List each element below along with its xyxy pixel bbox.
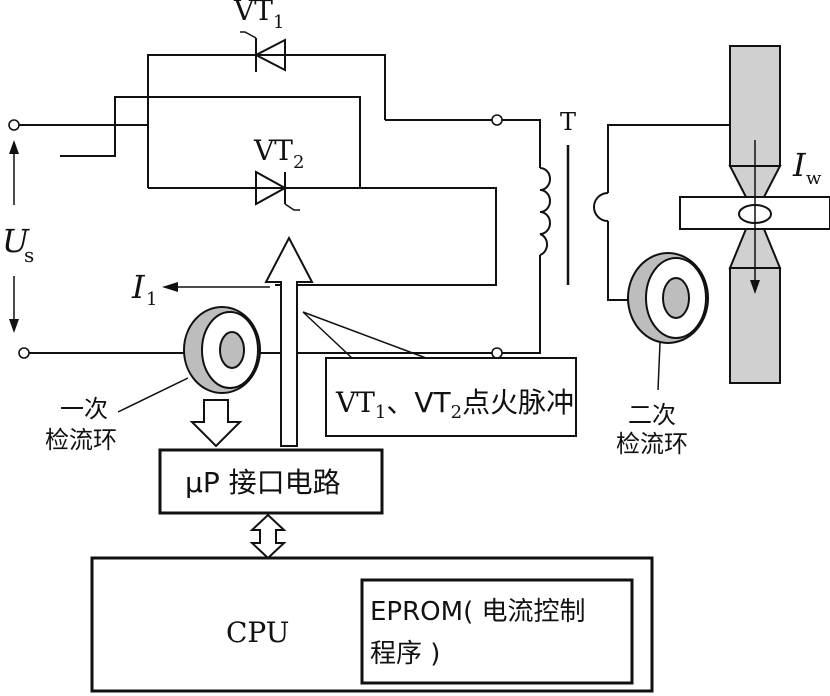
eprom-label-1: EPROM( 电流控制 <box>370 597 585 627</box>
us-label: U <box>2 222 30 260</box>
bus-arrow <box>249 513 287 560</box>
primary-ring-label-1: 一次 <box>60 395 108 423</box>
transformer-terminal-top <box>491 114 503 126</box>
us-sub: s <box>24 243 34 267</box>
iw-sub: w <box>806 168 822 189</box>
interface-box <box>158 448 384 515</box>
pulse-c: 点火脉冲 <box>462 386 574 419</box>
transformer-label: T <box>560 108 576 136</box>
terminal-top <box>8 119 20 131</box>
primary-current-ring: 一次 检流环 <box>45 306 261 454</box>
secondary-ring-label-1: 二次 <box>628 401 676 429</box>
thyristor-pair <box>60 31 497 286</box>
firing-pulse-arrow: VT1、VT2点火脉冲 <box>264 235 577 447</box>
pulse-b-sub: 2 <box>451 402 462 423</box>
cpu-block: CPU EPROM( 电流控制 程序 ) <box>90 556 654 693</box>
thyristor-vt2 <box>255 170 300 211</box>
interface-circuit: μP 接口电路 <box>158 448 384 560</box>
terminal-bottom <box>18 347 30 359</box>
interface-label: μP 接口电路 <box>185 466 341 499</box>
i1-sub: 1 <box>146 289 157 310</box>
transformer: T <box>385 108 730 359</box>
primary-ring-label-2: 检流环 <box>45 426 117 454</box>
vt2-label: VT <box>253 134 293 167</box>
vt1-sub: 1 <box>273 12 284 33</box>
vt1-label: VT <box>233 0 273 27</box>
cpu-label: CPU <box>226 616 289 649</box>
eprom-label-2: 程序 ) <box>370 639 440 669</box>
secondary-ring-label-2: 检流环 <box>616 430 688 458</box>
vt2-sub: 2 <box>293 152 304 173</box>
firing-pulse-label: VT1、VT2点火脉冲 <box>335 386 574 423</box>
welding-electrodes: I w <box>679 45 830 384</box>
pulse-a-sub: 1 <box>375 402 386 423</box>
i1-indicator: I 1 <box>131 268 270 310</box>
thyristor-vt1 <box>240 31 286 72</box>
firing-pulse-box <box>325 357 577 437</box>
pulse-b: 、VT <box>386 386 451 419</box>
secondary-current-ring: 二次 检流环 <box>616 252 709 458</box>
i1-label: I <box>131 268 146 306</box>
iw-label: I <box>792 146 807 184</box>
transformer-terminal-bottom <box>491 347 503 359</box>
eprom-box <box>360 578 634 685</box>
primary-ring-signal-arrow <box>189 399 243 448</box>
pulse-a: VT <box>335 386 375 419</box>
